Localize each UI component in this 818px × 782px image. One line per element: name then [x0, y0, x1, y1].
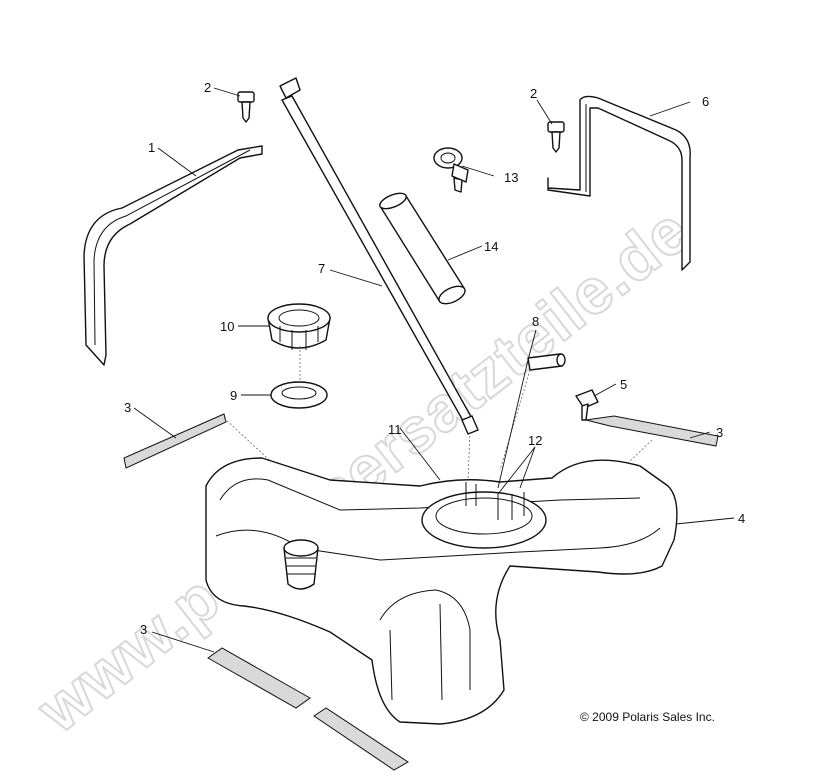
part-9-gasket [270, 381, 328, 409]
callout-8: 8 [532, 314, 539, 329]
callout-2-left: 2 [204, 80, 211, 95]
part-6-bracket-right [547, 95, 691, 271]
part-3-pad-right [585, 415, 719, 447]
callout-2-right: 2 [530, 86, 537, 101]
callout-7: 7 [318, 261, 325, 276]
part-3-pad-left [123, 413, 227, 469]
callout-13: 13 [504, 170, 518, 185]
part-5-plug [575, 389, 599, 421]
copyright-notice: © 2009 Polaris Sales Inc. [580, 710, 715, 724]
callout-3-bottom: 3 [140, 622, 147, 637]
part-3-pad-bottom-a [207, 647, 311, 709]
callout-12: 12 [528, 433, 542, 448]
callout-14: 14 [484, 239, 498, 254]
part-13-clamp [433, 147, 469, 193]
callout-11: 11 [388, 422, 402, 437]
leader-lines [133, 87, 735, 653]
callout-3-left: 3 [124, 400, 131, 415]
part-2-bolt-left [237, 91, 255, 123]
part-8-pin [527, 353, 566, 371]
part-14-sleeve [379, 192, 466, 305]
callout-4: 4 [738, 511, 745, 526]
part-2-bolt-right [547, 121, 565, 153]
part-1-strap-left [83, 145, 263, 366]
callout-10: 10 [220, 319, 234, 334]
callout-1: 1 [148, 140, 155, 155]
callout-3-right: 3 [716, 425, 723, 440]
part-3-pad-bottom-b [313, 707, 409, 771]
part-4-fuel-tank [205, 457, 678, 725]
part-7-vent-hose [279, 77, 479, 435]
callout-9: 9 [230, 388, 237, 403]
callout-6: 6 [702, 94, 709, 109]
part-10-fuel-cap [267, 303, 331, 350]
callout-labels: 1 2 2 6 13 14 7 10 8 5 9 3 3 11 12 4 3 [124, 80, 745, 637]
callout-5: 5 [620, 377, 627, 392]
